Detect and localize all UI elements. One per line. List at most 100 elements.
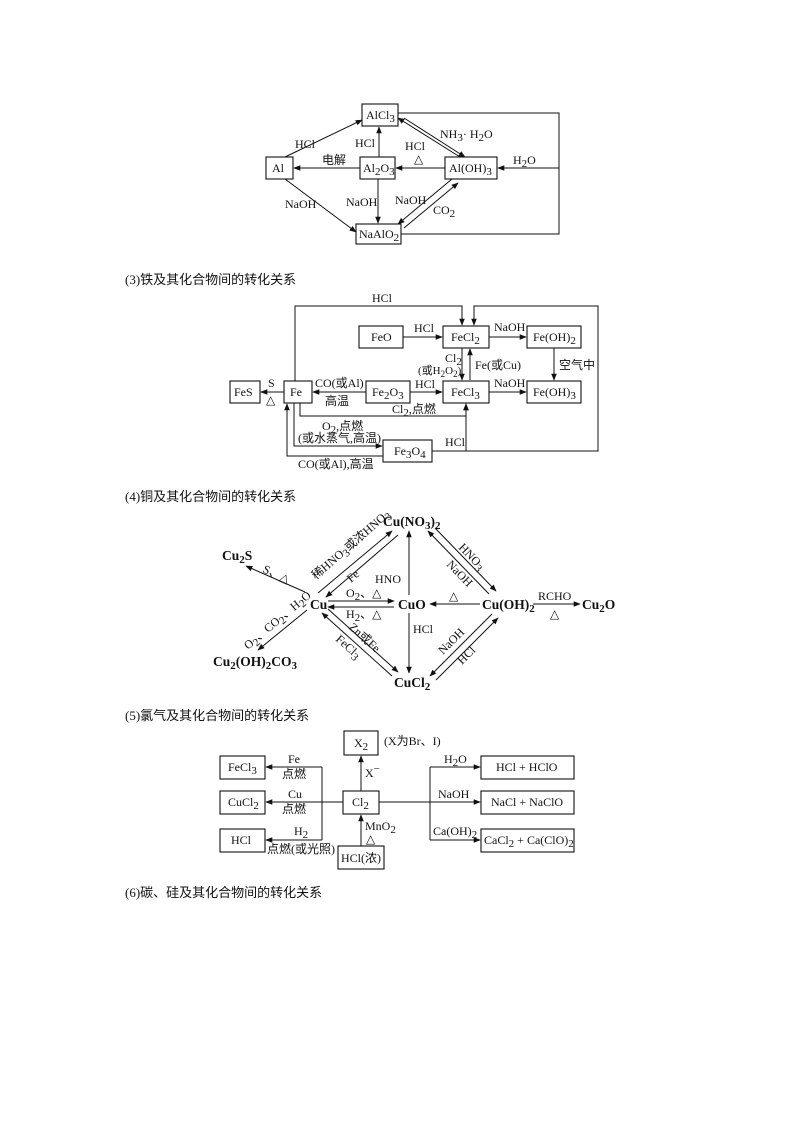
heading-copper: (4)铜及其化合物间的转化关系 xyxy=(125,489,297,504)
svg-text:MnO2: MnO2 xyxy=(365,819,396,836)
svg-text:CO2: CO2 xyxy=(433,203,455,220)
svg-text:HCl: HCl xyxy=(445,435,466,449)
svg-text:HCl: HCl xyxy=(372,291,393,305)
svg-text:Cl2,点燃: Cl2,点燃 xyxy=(392,401,436,419)
aluminum-diagram: AlCl3 Al Al2O3 Al(OH)3 NaAlO2 HCl HCl NH… xyxy=(265,103,560,245)
svg-text:HCl: HCl xyxy=(405,139,426,153)
svg-text:HCl: HCl xyxy=(413,622,434,636)
svg-text:Fe: Fe xyxy=(290,385,302,399)
svg-text:FeCl2: FeCl2 xyxy=(451,330,480,347)
svg-text:Cu2O: Cu2O xyxy=(582,597,615,615)
svg-text:NaOH: NaOH xyxy=(346,195,378,209)
box-hcl xyxy=(219,828,266,853)
copper-diagram: Cu(NO3)2 Cu2S Cu CuO Cu(OH)2 Cu2O Cu2(OH… xyxy=(213,510,615,693)
box-fecl3 xyxy=(219,755,266,780)
box-cacl2-caclo2 xyxy=(480,828,575,853)
svg-text:O2,点燃: O2,点燃 xyxy=(322,418,363,436)
chlorine-diagram: X2 (X为Br、I) FeCl3 CuCl2 HCl Cl2 HCl(浓) H… xyxy=(219,730,575,870)
svg-text:CuCl2: CuCl2 xyxy=(394,675,431,693)
svg-text:Cl2: Cl2 xyxy=(352,795,369,812)
svg-text:Cu2(OH)2CO3: Cu2(OH)2CO3 xyxy=(213,654,298,672)
heading-carbon: (6)碳、硅及其化合物间的转化关系 xyxy=(125,885,323,900)
svg-text:HCl + HClO: HCl + HClO xyxy=(496,760,558,774)
svg-text:Cu2S: Cu2S xyxy=(222,548,252,566)
svg-text:Cu: Cu xyxy=(310,597,328,612)
svg-text:Fe(OH)2: Fe(OH)2 xyxy=(533,330,576,347)
svg-text:X−: X− xyxy=(365,763,380,780)
svg-text:NH3· H2O: NH3· H2O xyxy=(440,127,493,144)
box-hcl-hclo xyxy=(480,755,575,780)
box-x2 xyxy=(343,730,379,756)
svg-text:Fe: Fe xyxy=(288,752,300,766)
svg-text:△: △ xyxy=(550,607,560,621)
svg-text:H2O: H2O xyxy=(444,752,467,769)
svg-text:Cl2: Cl2 xyxy=(445,351,462,368)
svg-text:空气中: 空气中 xyxy=(559,357,595,372)
svg-text:HCl: HCl xyxy=(295,137,316,151)
svg-text:RCHO: RCHO xyxy=(538,589,572,603)
svg-text:Ca(OH)2: Ca(OH)2 xyxy=(433,824,477,841)
svg-text:NaOH: NaOH xyxy=(285,197,317,211)
svg-text:Fe(或Cu): Fe(或Cu) xyxy=(475,358,521,372)
svg-text:△: △ xyxy=(449,589,459,603)
svg-text:点燃: 点燃 xyxy=(282,766,306,781)
heading-chlorine: (5)氯气及其化合物间的转化关系 xyxy=(125,708,310,723)
svg-text:FeO: FeO xyxy=(371,330,392,344)
box-al xyxy=(265,156,294,180)
svg-text:高温: 高温 xyxy=(325,393,349,408)
svg-text:NaOH: NaOH xyxy=(494,320,526,334)
svg-text:Fe(OH)3: Fe(OH)3 xyxy=(533,385,576,402)
svg-text:H2、△: H2、△ xyxy=(346,607,382,624)
svg-text:O2、CO2、H2O: O2、CO2、H2O xyxy=(241,588,316,655)
svg-text:HCl: HCl xyxy=(414,321,435,335)
svg-text:O2、△: O2、△ xyxy=(346,586,382,603)
svg-text:Al(OH)3: Al(OH)3 xyxy=(449,161,492,178)
box-feoh3 xyxy=(526,380,582,404)
svg-text:CuCl2: CuCl2 xyxy=(228,795,259,812)
svg-text:HCl: HCl xyxy=(355,136,376,150)
svg-text:△: △ xyxy=(366,832,376,846)
svg-text:NaOH: NaOH xyxy=(395,193,427,207)
svg-text:S、△: S、△ xyxy=(261,562,293,586)
box-cucl2 xyxy=(219,790,266,815)
box-fes xyxy=(229,380,261,404)
svg-text:电解: 电解 xyxy=(322,153,346,167)
svg-text:Al: Al xyxy=(272,161,285,175)
box-alcl3 xyxy=(361,103,399,127)
svg-text:FeS: FeS xyxy=(234,385,253,399)
svg-text:FeCl3: FeCl3 xyxy=(451,385,480,402)
svg-text:Fe3O4: Fe3O4 xyxy=(394,444,426,461)
svg-text:CuO: CuO xyxy=(398,597,426,612)
svg-text:CO(或Al): CO(或Al) xyxy=(315,376,364,390)
svg-text:(或水蒸气,高温): (或水蒸气,高温) xyxy=(298,430,381,445)
svg-text:H2: H2 xyxy=(294,824,308,841)
svg-text:HCl: HCl xyxy=(231,833,252,847)
svg-text:HNO: HNO xyxy=(375,572,401,586)
svg-text:HCl: HCl xyxy=(415,377,436,391)
svg-text:CaCl2 + Ca(ClO)2: CaCl2 + Ca(ClO)2 xyxy=(484,833,574,850)
svg-text:Fe2O3: Fe2O3 xyxy=(372,385,404,402)
svg-text:S: S xyxy=(268,376,275,390)
box-nacl-naclo xyxy=(480,790,575,815)
svg-text:△: △ xyxy=(414,152,424,166)
heading-iron: (3)铁及其化合物间的转化关系 xyxy=(125,272,297,287)
svg-text:(或H2O2): (或H2O2) xyxy=(418,364,462,379)
svg-text:Cu(OH)2: Cu(OH)2 xyxy=(482,597,535,615)
svg-text:HCl: HCl xyxy=(454,643,479,668)
svg-text:Cu(NO3)2: Cu(NO3)2 xyxy=(383,514,441,532)
svg-text:CO(或Al),高温: CO(或Al),高温 xyxy=(298,456,374,471)
svg-text:Cu: Cu xyxy=(288,787,302,801)
svg-text:FeCl3: FeCl3 xyxy=(228,760,257,777)
svg-text:(X为Br、I): (X为Br、I) xyxy=(384,734,441,748)
svg-text:NaCl + NaClO: NaCl + NaClO xyxy=(491,795,563,809)
svg-text:△: △ xyxy=(266,393,276,407)
svg-text:AlCl3: AlCl3 xyxy=(366,108,395,125)
svg-text:NaAlO2: NaAlO2 xyxy=(359,227,399,244)
svg-text:点燃(或光照): 点燃(或光照) xyxy=(267,841,335,856)
svg-text:点燃: 点燃 xyxy=(282,801,306,816)
svg-text:H2O: H2O xyxy=(513,153,536,170)
svg-text:HCl(浓): HCl(浓) xyxy=(341,851,381,865)
svg-text:X2: X2 xyxy=(354,736,368,753)
